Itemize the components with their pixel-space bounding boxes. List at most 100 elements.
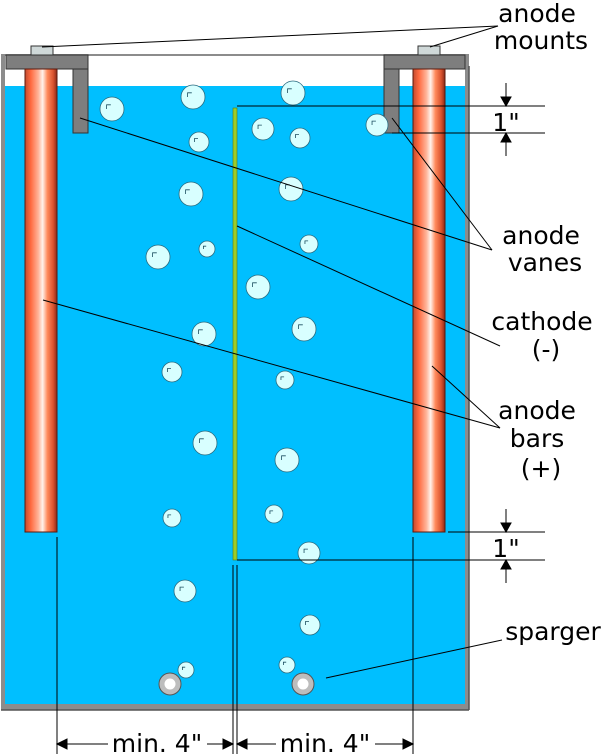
bubble-highlight (167, 514, 172, 518)
leader-vane-right (391, 117, 493, 251)
bubble-highlight (303, 548, 308, 553)
label-sparger: sparger (505, 617, 601, 646)
leader-mount-left (41, 25, 499, 48)
leader-cathode (236, 225, 501, 347)
label-anode-bars: anode bars (+) (498, 396, 584, 483)
dim-arrow (235, 738, 248, 750)
bubble (245, 274, 271, 300)
bubble (180, 84, 206, 110)
label-left-spacing: min. 4" (112, 729, 202, 754)
bubble (299, 234, 319, 254)
bubble (274, 447, 300, 473)
bubble (161, 361, 183, 383)
label-anode-vanes: anode vanes (502, 221, 588, 277)
bubble (192, 430, 218, 456)
mount-knob (417, 45, 441, 56)
bubble (177, 661, 195, 679)
bubble-highlight (185, 189, 190, 194)
bubble-highlight (280, 376, 285, 380)
bubble (99, 96, 125, 122)
bubble (173, 579, 197, 603)
label-line: anode (498, 396, 576, 425)
mount-vane-post (72, 68, 89, 134)
label-line: vanes (508, 248, 582, 277)
label-line: mounts (494, 26, 588, 55)
dim-arrow (500, 522, 512, 534)
dim-arrow (222, 738, 235, 750)
bubble-highlight (198, 329, 203, 334)
label-right-spacing: min. 4" (280, 729, 370, 754)
bubble-highlight (182, 666, 186, 670)
anode-mount-left (5, 45, 89, 134)
anode-mount-right (383, 45, 466, 134)
leader-lines (41, 25, 503, 679)
bubble-highlight (257, 124, 262, 129)
label-line: cathode (491, 307, 592, 336)
dimension-top-gap (237, 83, 545, 156)
bubble-highlight (167, 368, 171, 372)
bubble-highlight (281, 455, 286, 460)
leader-bar-right (431, 365, 501, 429)
bubble (278, 176, 304, 202)
anode-bar-right (412, 68, 446, 533)
bubble (365, 113, 389, 137)
label-anode-mounts: anode mounts (494, 0, 588, 55)
bubble (297, 541, 321, 565)
bubble-highlight (287, 88, 292, 93)
bubble-highlight (298, 324, 303, 329)
dimension-spacing (55, 537, 415, 754)
bubble (280, 80, 306, 106)
bubble-highlight (295, 134, 299, 138)
bubble-highlight (283, 661, 287, 665)
bubble (145, 244, 171, 270)
label-cathode: cathode (-) (491, 307, 600, 364)
label-bottom-gap: 1" (492, 534, 519, 563)
sparger-right (291, 672, 315, 696)
bubble-highlight (304, 240, 309, 244)
bubble (198, 240, 216, 258)
bubble-highlight (187, 92, 192, 97)
bubble (278, 656, 296, 674)
mount-beam (383, 54, 466, 70)
bubble (191, 321, 217, 347)
bubble (178, 181, 204, 207)
bubbles (99, 80, 389, 679)
bubble (299, 614, 321, 636)
leader-bar-left (42, 299, 501, 429)
bubble (251, 117, 275, 141)
label-line: anode (498, 0, 576, 28)
dim-arrow (500, 96, 512, 108)
sparger-left (158, 672, 182, 696)
bubble-highlight (203, 245, 207, 249)
label-top-gap: 1" (492, 108, 519, 137)
label-line: bars (510, 424, 565, 453)
dim-arrow (500, 558, 512, 570)
bubble-highlight (305, 621, 309, 625)
bubble (264, 504, 284, 524)
bubble-highlight (179, 586, 184, 591)
label-line: (-) (532, 335, 561, 364)
bubble (275, 370, 295, 390)
bubble-highlight (194, 138, 198, 142)
bubble-highlight (199, 438, 204, 443)
bubble-highlight (252, 282, 257, 287)
dimension-bottom-gap (237, 509, 545, 583)
bubble (188, 131, 210, 153)
mount-knob (30, 45, 54, 56)
leader-vane-left (79, 117, 493, 251)
bubble (162, 508, 182, 528)
bubble-highlight (106, 104, 111, 109)
cathode-plate (232, 107, 238, 561)
label-line: anode (502, 221, 580, 250)
label-line: (+) (521, 454, 561, 483)
dim-arrow (500, 131, 512, 143)
dim-arrow (402, 738, 415, 750)
mount-beam (5, 54, 89, 70)
bubble-highlight (269, 510, 274, 514)
leader-sparger (325, 639, 503, 679)
bubble-highlight (152, 252, 157, 257)
sparger-hole (164, 678, 176, 690)
leader-mount-right (429, 25, 499, 48)
